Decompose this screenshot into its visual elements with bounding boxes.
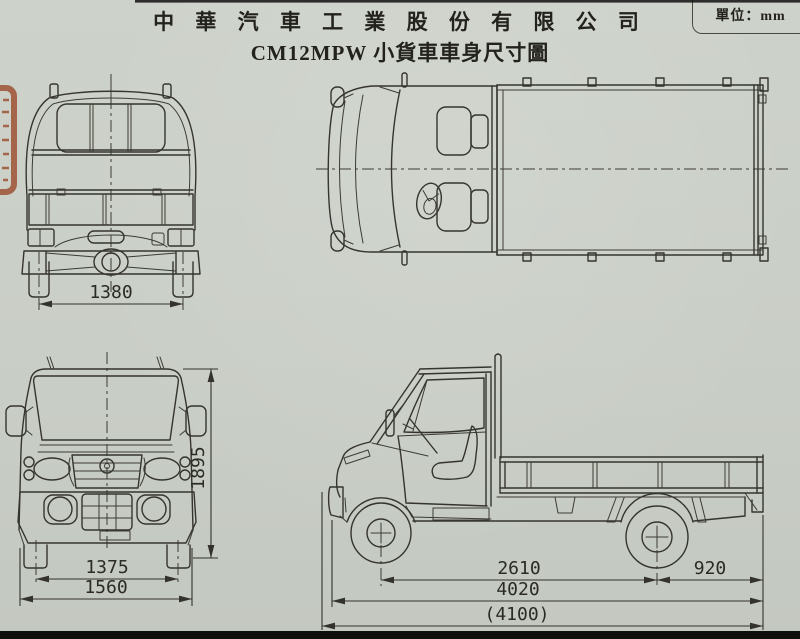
- side-rear-overhang-dimension: 920: [657, 558, 763, 584]
- front-height-dimension: 1895: [183, 368, 218, 559]
- front-windshield: [32, 375, 180, 453]
- rear-track-dimension: 1380: [38, 252, 184, 312]
- side-overall-length-dimension: (4100): [321, 492, 763, 630]
- side-wheelbase-dimension: 2610: [380, 545, 658, 586]
- unit-box: 單位：mm: [692, 0, 800, 34]
- side-cargo-bed: [499, 454, 764, 494]
- side-cab: [327, 353, 502, 521]
- front-mirrors: [5, 405, 207, 437]
- front-track-dimension: 1375: [35, 540, 179, 586]
- front-grille: [68, 454, 146, 489]
- scan-edge-top: [135, 0, 800, 3]
- rear-window: [56, 103, 166, 153]
- dim-length: 4020: [496, 579, 539, 600]
- rear-bed-panel: [28, 188, 194, 226]
- top-seats: [436, 106, 489, 232]
- rear-lamp-band: [27, 228, 195, 248]
- dim-rear-track: 1380: [89, 282, 132, 303]
- dim-overall-length: (4100): [484, 604, 549, 625]
- front-cab-outline: [18, 356, 194, 531]
- scan-edge-bottom: [0, 631, 800, 639]
- dim-overall-height: 1895: [188, 446, 209, 489]
- rear-bumper: [21, 248, 201, 276]
- dim-wheelbase: 2610: [497, 558, 540, 579]
- side-view-drawing: 2610 920 4020 (4100): [321, 353, 764, 630]
- front-width-dimension: 1560: [19, 548, 193, 606]
- side-front-fender: [339, 497, 416, 523]
- dim-rear-overhang: 920: [694, 558, 727, 579]
- top-view-drawing: [316, 72, 790, 266]
- title-block: 中 華 汽 車 工 業 股 份 有 限 公 司 CM12MPW 小貨車車身尺寸圖: [150, 6, 650, 67]
- side-length-dimension: 4020: [331, 515, 764, 630]
- top-bed-cleats: [522, 77, 732, 262]
- red-seal-stamp: [0, 85, 17, 195]
- rear-cab-outline: [25, 83, 197, 231]
- side-chassis: [412, 492, 764, 523]
- unit-label: 單位：mm: [715, 9, 786, 24]
- front-bumper: [17, 491, 197, 544]
- dim-overall-width: 1560: [84, 577, 127, 598]
- front-headlights: [23, 456, 191, 481]
- top-cab: [327, 72, 498, 266]
- rear-view-drawing: 1380: [21, 74, 201, 312]
- top-cab-bed-gap: [491, 84, 498, 256]
- company-name: 中 華 汽 車 工 業 股 份 有 限 公 司: [153, 10, 647, 34]
- front-view-drawing: 1895 1375 1560: [5, 352, 218, 606]
- top-steering-wheel: [415, 182, 443, 220]
- rear-wheels: [28, 261, 194, 298]
- dim-front-track: 1375: [85, 557, 128, 578]
- rear-beltline: [31, 149, 191, 156]
- top-cargo-bed: [496, 77, 769, 262]
- drawing-title: CM12MPW 小貨車車身尺寸圖: [250, 41, 550, 65]
